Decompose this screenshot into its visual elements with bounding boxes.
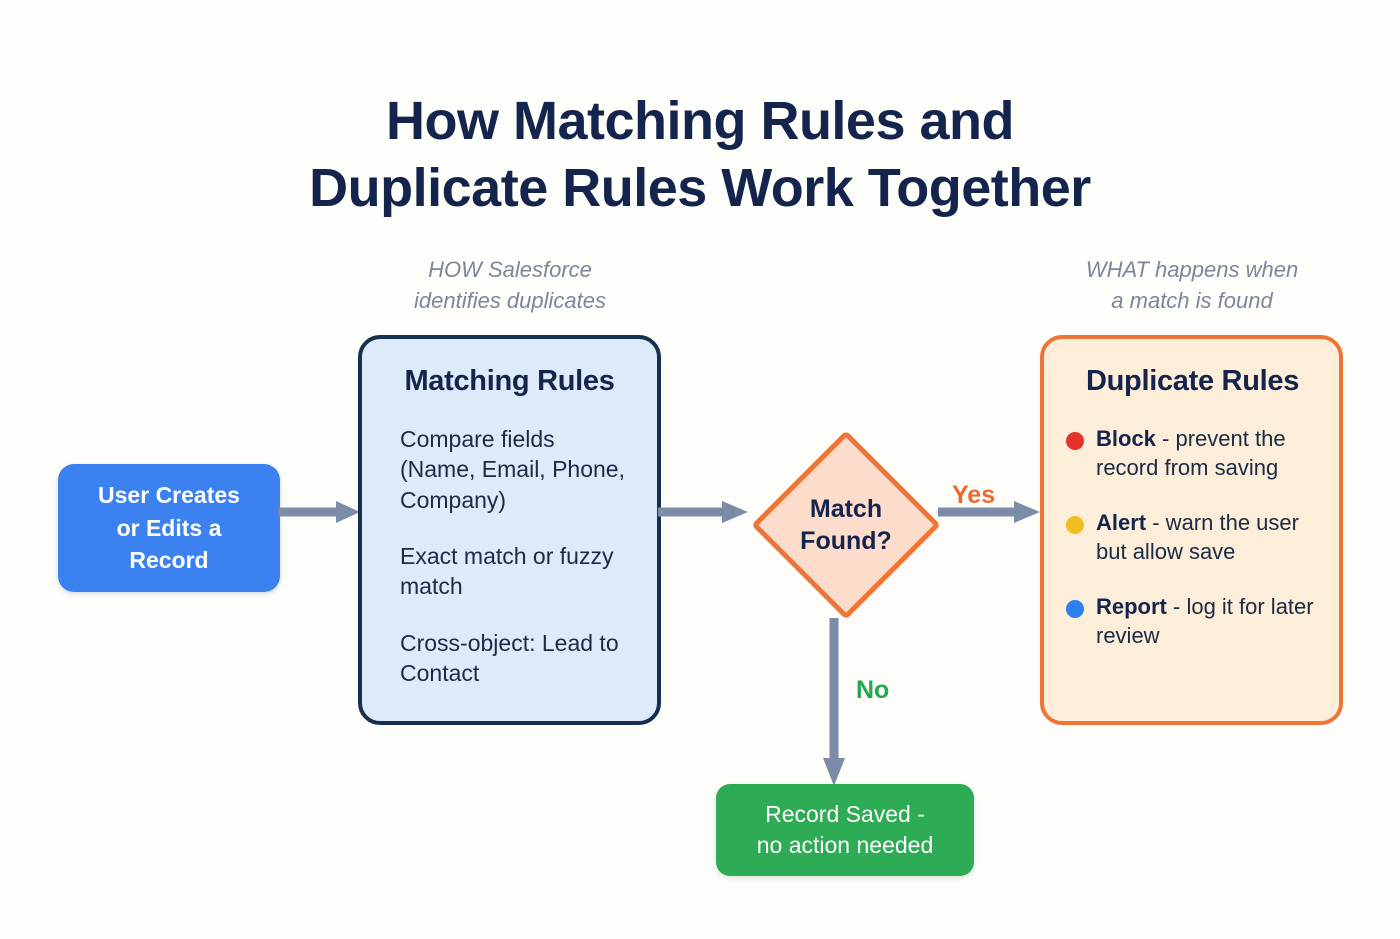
node-user-creates-record-label: User Creates or Edits a Record [98,479,240,577]
node-record-saved: Record Saved - no action needed [716,784,974,876]
report-dot-icon [1066,600,1084,619]
card-duplicate-rules-title: Duplicate Rules [1085,365,1300,397]
page-title: How Matching Rules and Duplicate Rules W… [0,88,1400,221]
saved-line-2: no action needed [756,832,934,858]
caption-right-line-2: a match is found [1111,287,1273,313]
caption-duplicate-rules: WHAT happens when a match is found [1032,255,1352,317]
caption-matching-rules: HOW Salesforce identifies duplicates [350,255,670,317]
duplicate-action-report-desc: - log it for later review [1096,594,1314,649]
node-user-creates-record: User Creates or Edits a Record [58,464,280,592]
duplicate-action-alert-text: Alert - warn the user but allow save [1096,508,1319,566]
duplicate-action-report-name: Report [1096,594,1167,620]
duplicate-action-report-text: Report - log it for later review [1096,592,1319,650]
node-match-found-label: Match Found? [753,432,939,618]
matching-rules-bullet-1: Compare fields (Name, Email, Phone, Comp… [400,426,625,513]
duplicate-action-block-text: Block - prevent the record from saving [1096,424,1319,482]
duplicate-action-block-desc: - prevent the record from saving [1096,426,1286,481]
arrow-decision-no-to-record-saved [823,618,845,786]
arrow-matching-rules-to-decision [658,501,748,523]
start-line-1: User Creates [98,482,240,509]
decision-line-2: Found? [800,527,892,555]
duplicate-action-alert: Alert - warn the user but allow save [1066,508,1319,566]
matching-rules-bullet-3: Cross-object: Lead to Contact [400,629,619,687]
node-record-saved-label: Record Saved - no action needed [757,799,934,861]
duplicate-action-alert-desc: - warn the user but allow save [1096,510,1299,565]
caption-left-line-2: identifies duplicates [413,287,606,313]
card-matching-rules-title: Matching Rules [404,365,615,397]
node-match-found-decision: Match Found? [751,430,941,620]
duplicate-action-block: Block - prevent the record from saving [1066,424,1319,482]
duplicate-action-report: Report - log it for later review [1066,592,1319,650]
duplicate-action-block-name: Block [1096,426,1156,451]
caption-right-line-1: WHAT happens when [1085,257,1299,282]
duplicate-action-alert-name: Alert [1096,510,1147,536]
saved-line-1: Record Saved - [765,800,925,827]
card-matching-rules: Matching Rules Compare fields (Name, Ema… [358,335,661,725]
edge-label-no: No [856,676,890,704]
card-duplicate-rules: Duplicate Rules Block - prevent the reco… [1040,335,1343,725]
page-title-line-1: How Matching Rules and [385,91,1015,152]
arrow-decision-yes-to-duplicate-rules [938,501,1040,523]
page-title-line-2: Duplicate Rules Work Together [309,157,1091,218]
start-line-2: or Edits a [116,514,222,541]
arrow-start-to-matching-rules [278,501,360,523]
alert-dot-icon [1066,516,1084,535]
caption-left-line-1: HOW Salesforce [428,257,592,282]
start-line-3: Record [129,547,209,574]
edge-label-yes: Yes [952,481,996,509]
matching-rules-bullet-2: Exact match or fuzzy match [400,543,614,600]
block-dot-icon [1066,432,1084,450]
decision-line-1: Match [809,495,883,523]
